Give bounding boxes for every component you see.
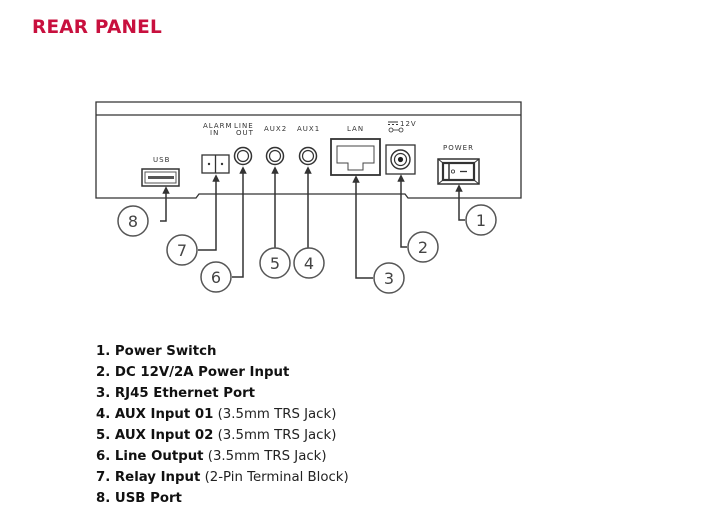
callout-7: 7 [177, 241, 187, 260]
dc-symbol-icon [388, 121, 404, 133]
callout-5-circle [259, 247, 291, 279]
page-title: REAR PANEL [32, 17, 162, 38]
legend-item-name: 4. AUX Input 01 [96, 407, 214, 422]
power-label: POWER [443, 144, 474, 152]
leader-1 [455, 184, 465, 221]
legend-item-name: 1. Power Switch [96, 344, 217, 359]
legend-item-name: 8. USB Port [96, 491, 182, 506]
legend-item: 7. Relay Input (2-Pin Terminal Block) [96, 467, 349, 488]
callout-6-circle [200, 261, 232, 293]
callout-3: 3 [384, 269, 394, 288]
callout-4-circle [293, 247, 325, 279]
callout-6: 6 [211, 268, 221, 287]
leader-lines [160, 166, 465, 279]
lineout-label-line1: LINE [234, 122, 254, 130]
dc-label: 12V [400, 120, 417, 128]
callout-1: 1 [476, 211, 486, 230]
legend-item-name: 7. Relay Input [96, 470, 201, 485]
legend-item-name: 2. DC 12V/2A Power Input [96, 365, 290, 380]
power-switch-icon [437, 158, 480, 185]
callout-1-circle [465, 204, 497, 236]
legend-item-name: 3. RJ45 Ethernet Port [96, 386, 255, 401]
component-legend: 1. Power Switch 2. DC 12V/2A Power Input… [96, 341, 349, 509]
alarm-label-line2: IN [210, 129, 219, 137]
callout-circles [117, 204, 497, 294]
aux2-jack-icon [265, 146, 285, 166]
legend-item: 5. AUX Input 02 (3.5mm TRS Jack) [96, 425, 349, 446]
legend-item: 4. AUX Input 01 (3.5mm TRS Jack) [96, 404, 349, 425]
leader-6 [232, 166, 247, 278]
legend-item-desc: (3.5mm TRS Jack) [213, 428, 337, 443]
aux2-label: AUX2 [264, 125, 287, 133]
callout-4: 4 [304, 254, 314, 273]
dc-power-jack-icon [385, 144, 416, 175]
legend-item-desc: (2-Pin Terminal Block) [200, 470, 349, 485]
terminal-block-icon [201, 154, 230, 174]
leader-3 [352, 175, 373, 279]
lan-label: LAN [347, 125, 364, 133]
aux1-jack-icon [298, 146, 318, 166]
leader-8 [160, 186, 170, 222]
legend-item-name: 5. AUX Input 02 [96, 428, 214, 443]
callout-2: 2 [418, 238, 428, 257]
callout-5: 5 [270, 254, 280, 273]
callout-2-circle [407, 231, 439, 263]
legend-item-name: 6. Line Output [96, 449, 204, 464]
legend-item-desc: (3.5mm TRS Jack) [203, 449, 327, 464]
legend-item: 1. Power Switch [96, 341, 349, 362]
line-out-jack-icon [233, 146, 253, 166]
legend-item: 8. USB Port [96, 488, 349, 509]
callout-7-circle [166, 234, 198, 266]
legend-item: 3. RJ45 Ethernet Port [96, 383, 349, 404]
chassis-outline [95, 101, 522, 199]
callout-8-circle [117, 205, 149, 237]
legend-item: 2. DC 12V/2A Power Input [96, 362, 349, 383]
callout-8: 8 [128, 212, 138, 231]
usb-port-icon [141, 168, 180, 187]
usb-label: USB [153, 156, 170, 164]
lineout-label-line2: OUT [236, 129, 254, 137]
leader-7 [198, 174, 220, 251]
leader-2 [397, 174, 407, 248]
rj45-port-icon [330, 138, 381, 176]
legend-item: 6. Line Output (3.5mm TRS Jack) [96, 446, 349, 467]
callout-3-circle [373, 262, 405, 294]
alarm-label-line1: ALARM [203, 122, 233, 130]
legend-item-desc: (3.5mm TRS Jack) [213, 407, 337, 422]
aux1-label: AUX1 [297, 125, 320, 133]
